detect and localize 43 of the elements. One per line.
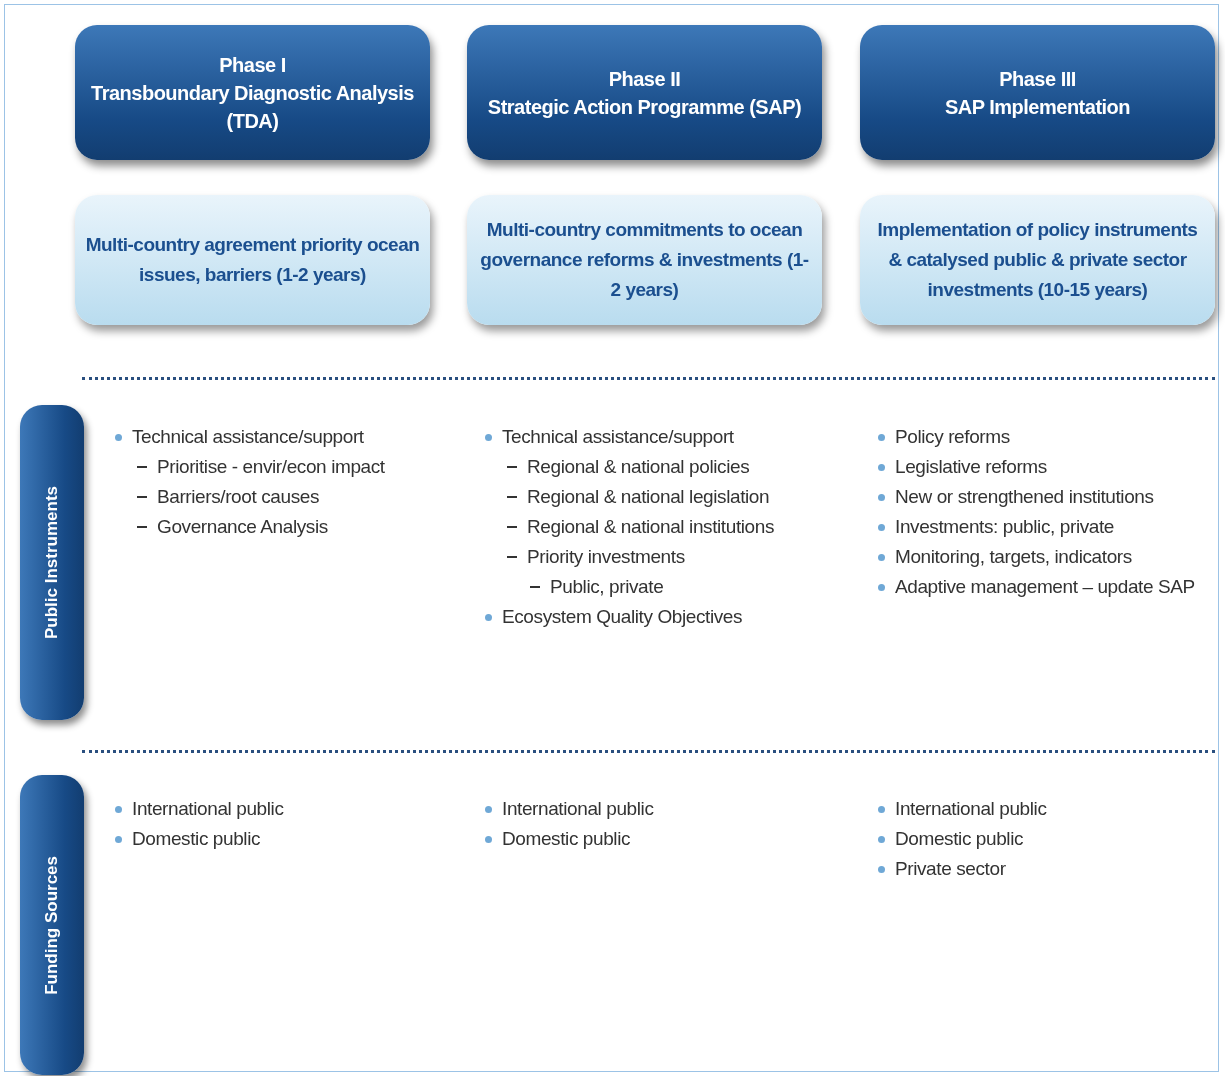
section-side-tab [20,405,84,720]
list-item: Domestic public [132,827,261,851]
phase-title: Strategic Action Programme (SAP) [487,94,802,120]
list-item: Investments: public, private [895,515,1115,539]
list-item: Private sector [895,857,1006,881]
phase-number: Phase II [608,66,681,92]
section-label: Funding Sources [42,855,62,995]
list-item: Adaptive management – update SAP [895,575,1195,599]
phase-header-box [860,25,1215,160]
sub-list-item: Regional & national legislation [527,485,770,509]
description-text: Multi-country agreement priority ocean issues, barriers (1-2 years) [85,233,420,287]
list-item: International public [895,797,1047,821]
sub-list-item: Regional & national policies [527,455,750,479]
phase-description-box [467,195,822,325]
sub-list-item: Prioritise - envir/econ impact [157,455,385,479]
list-item: Technical assistance/support [502,425,734,449]
phase-title: Transboundary Diagnostic Analysis (TDA) [90,80,415,134]
description-text: Implementation of policy instruments & catalysed public & private sector investments (10-15 years) [876,218,1199,302]
list-item: Technical assistance/support [132,425,364,449]
sub-list-item: Regional & national institutions [527,515,775,539]
sub-list-item: Barriers/root causes [157,485,319,509]
phase-header-box [75,25,430,160]
phase-description-box [860,195,1215,325]
phase-description-box [75,195,430,325]
phase-header-box [467,25,822,160]
sub-list-item: Governance Analysis [157,515,328,539]
sub-list-item: Priority investments [527,545,685,569]
list-item: International public [132,797,284,821]
phase-number: Phase III [999,66,1076,92]
list-item: Domestic public [895,827,1024,851]
section-side-tab [20,775,84,1075]
list-item: Legislative reforms [895,455,1047,479]
list-item: Policy reforms [895,425,1010,449]
list-item: Ecosystem Quality Objectives [502,605,743,629]
list-item: International public [502,797,654,821]
sub-list-item: Public, private [550,575,664,599]
section-label: Public Instruments [42,486,62,639]
list-item: Domestic public [502,827,631,851]
description-text: Multi-country commitments to ocean governance reforms & investments (1-2 years) [479,218,810,302]
list-item: New or strengthened institutions [895,485,1154,509]
phase-number: Phase I [219,52,286,78]
phase-title: SAP Implementation [944,94,1131,120]
list-item: Monitoring, targets, indicators [895,545,1132,569]
